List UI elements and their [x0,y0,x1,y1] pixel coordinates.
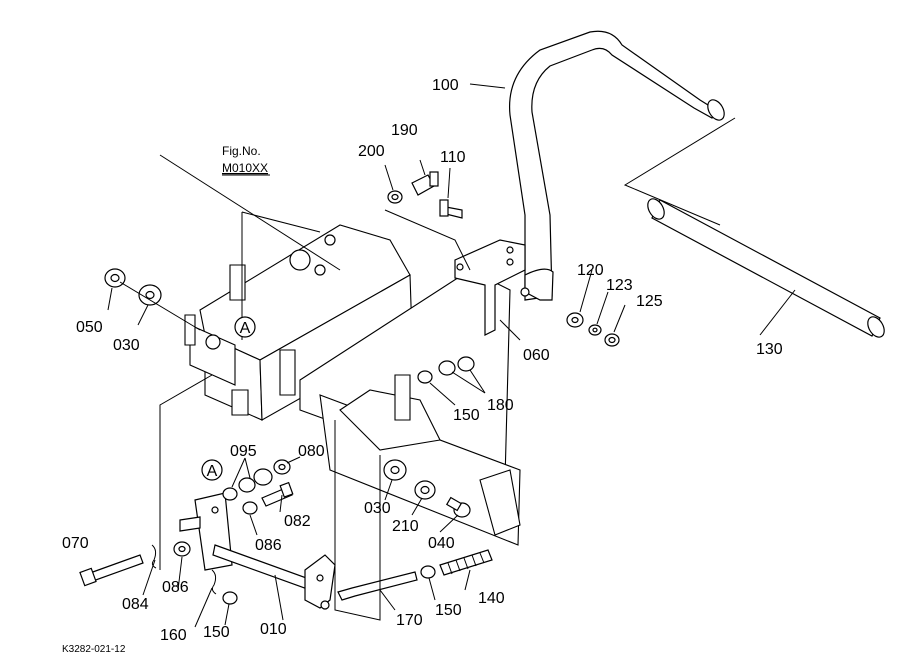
label-080: 080 [298,443,325,460]
callout-a-lower-letter: A [207,463,218,480]
nut-200[interactable] [387,190,403,204]
bolt-070[interactable] [79,554,144,587]
label-100: 100 [432,77,459,94]
label-150-rod: 150 [435,602,462,619]
label-110: 110 [440,149,466,166]
label-125: 125 [636,293,663,310]
lever-010[interactable] [179,492,336,610]
label-082: 082 [284,513,311,530]
washer-086-lower[interactable] [173,541,191,557]
label-095: 095 [230,443,257,460]
clip-084[interactable] [151,544,157,569]
label-170: 170 [396,612,423,629]
spring-140[interactable] [439,549,493,576]
fig-no-label: Fig.No. [222,144,261,158]
washer-150-lower[interactable] [222,591,238,605]
rod-170[interactable] [337,571,418,601]
main-frame [184,224,521,546]
washer-210[interactable] [414,480,436,500]
spacer-095[interactable] [222,468,273,501]
label-150-lower: 150 [203,624,230,641]
label-010: 010 [260,621,287,638]
label-130: 130 [756,341,783,358]
nut-180[interactable] [438,356,475,376]
nut-080[interactable] [273,459,291,475]
nut-125[interactable] [604,333,620,347]
callout-a-upper: A [234,316,256,338]
pipe-130[interactable] [644,196,887,340]
label-200: 200 [358,143,385,160]
label-140: 140 [478,590,505,607]
washer-120[interactable] [566,312,584,328]
label-030-lower: 030 [364,500,391,517]
handle-bar-100[interactable] [508,30,728,301]
bolt-082[interactable] [261,481,294,507]
label-060: 060 [523,347,550,364]
label-190: 190 [391,122,418,139]
bolt-040[interactable] [445,496,471,518]
label-086-lower: 086 [162,579,189,596]
nut-050[interactable] [104,268,126,288]
label-086-upper: 086 [255,537,282,554]
washer-150-upper[interactable] [417,370,433,384]
clip-160[interactable] [211,569,217,595]
label-120: 120 [577,262,604,279]
drawing-code: K3282-021-12 [62,644,126,655]
circle-letter-a-icon [201,459,223,481]
bracket-060[interactable] [454,239,530,336]
label-150-upper: 150 [453,407,480,424]
callout-a-lower: A [201,459,223,481]
label-123: 123 [606,277,633,294]
label-180: 180 [487,397,514,414]
label-070: 070 [62,535,89,552]
washer-086-upper[interactable] [242,501,258,515]
circle-letter-a-icon [234,316,256,338]
label-084: 084 [122,596,149,613]
washer-123[interactable] [588,324,602,336]
fig-number: M010XX [222,161,268,175]
leader-lines [107,83,796,628]
callout-a-upper-letter: A [240,320,251,337]
label-210: 210 [392,518,419,535]
label-160: 160 [160,627,187,644]
bolt-110[interactable] [439,199,463,219]
washer-030-lower[interactable] [383,459,407,481]
label-050: 050 [76,319,103,336]
label-040: 040 [428,535,455,552]
washer-150-rod[interactable] [420,565,436,579]
label-030-upper: 030 [113,337,140,354]
washer-030-upper[interactable] [138,284,162,306]
bolt-190[interactable] [411,171,439,196]
